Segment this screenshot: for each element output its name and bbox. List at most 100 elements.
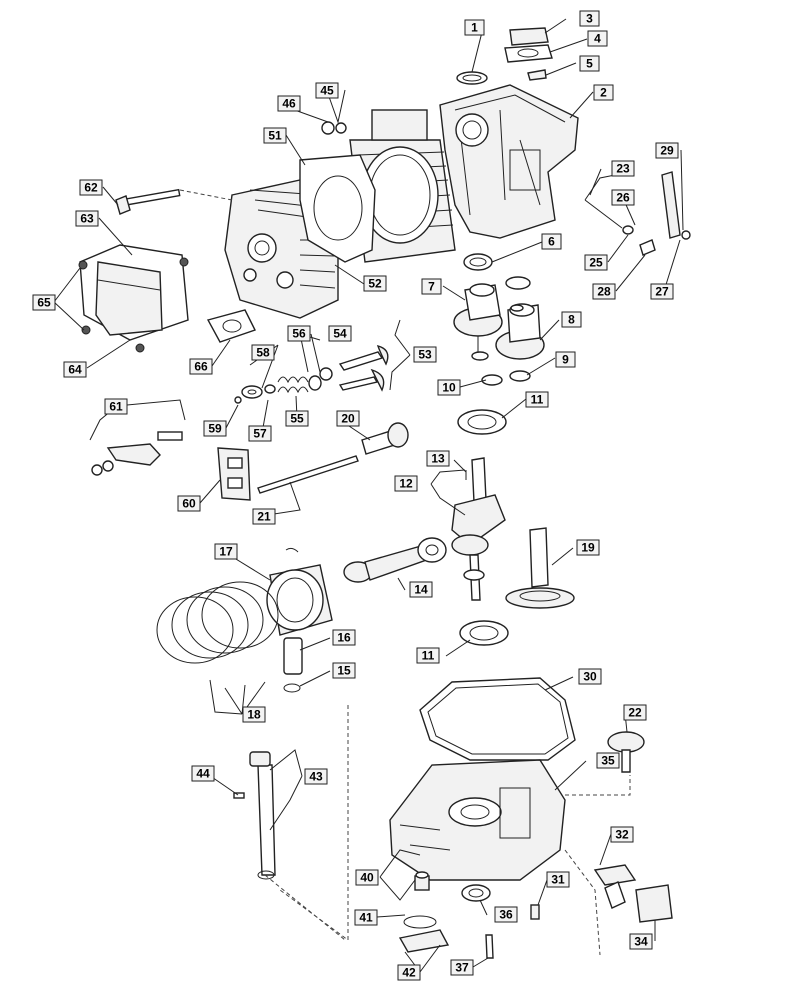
- callout-32: 32: [610, 826, 634, 843]
- callout-label: 45: [320, 84, 334, 98]
- callout-63: 63: [75, 210, 99, 227]
- callout-label: 46: [282, 97, 296, 111]
- callout-44: 44: [191, 765, 215, 782]
- callout-label: 17: [219, 545, 233, 559]
- small-bracket-5: [527, 69, 547, 81]
- callout-label: 65: [37, 296, 51, 310]
- valve-spring-set: [234, 367, 333, 404]
- governor-linkage: [584, 171, 691, 256]
- callout-36: 36: [494, 906, 518, 923]
- leader-lines: [53, 18, 684, 973]
- callout-59: 59: [203, 420, 227, 437]
- callout-1: 1: [464, 19, 485, 36]
- callout-label: 16: [337, 631, 351, 645]
- callout-label: 15: [337, 664, 351, 678]
- callout-label: 20: [341, 412, 355, 426]
- bearing-top: [457, 409, 507, 435]
- oil-fill-tube: [249, 751, 276, 880]
- callout-label: 57: [253, 427, 267, 441]
- callout-label: 4: [594, 32, 601, 46]
- callout-label: 10: [442, 381, 456, 395]
- callout-11b: 11: [416, 647, 440, 664]
- callout-30: 30: [578, 668, 602, 685]
- callout-label: 36: [499, 908, 513, 922]
- callout-22: 22: [623, 704, 647, 721]
- pushrod: [257, 455, 359, 494]
- callout-11a: 11: [525, 391, 549, 408]
- callout-label: 26: [616, 191, 630, 205]
- callout-64: 64: [63, 361, 87, 378]
- callout-label: 32: [615, 828, 629, 842]
- callout-label: 21: [257, 510, 271, 524]
- callout-54: 54: [328, 325, 352, 342]
- callout-29: 29: [655, 142, 679, 159]
- callout-label: 58: [256, 346, 270, 360]
- camshaft-8: [495, 276, 545, 360]
- oil-screen-34: [635, 884, 673, 923]
- head-bolt: [115, 188, 181, 215]
- exhaust-gasket: [206, 309, 256, 343]
- callout-58: 58: [251, 344, 275, 361]
- callout-8: 8: [561, 311, 582, 328]
- callout-42: 42: [397, 964, 421, 981]
- callout-label: 63: [80, 212, 94, 226]
- callout-61: 61: [104, 398, 128, 415]
- callout-34: 34: [629, 933, 653, 950]
- callout-21: 21: [252, 508, 276, 525]
- callout-28: 28: [592, 283, 616, 300]
- callout-label: 30: [583, 670, 597, 684]
- callout-52: 52: [363, 275, 387, 292]
- crankshaft: [451, 457, 506, 601]
- callout-label: 8: [568, 313, 575, 327]
- callout-60: 60: [177, 495, 201, 512]
- callout-10: 10: [437, 379, 461, 396]
- callout-label: 34: [634, 935, 648, 949]
- callout-label: 12: [399, 477, 413, 491]
- valves: [338, 344, 389, 392]
- oil-sensor-32: [593, 864, 637, 886]
- callout-43: 43: [304, 768, 328, 785]
- piston: [266, 547, 333, 636]
- callout-9: 9: [555, 351, 576, 368]
- callout-35: 35: [596, 752, 620, 769]
- valve-cover: [78, 244, 189, 353]
- crankcase-block: [439, 84, 579, 239]
- callout-label: 28: [597, 285, 611, 299]
- oring-41: [403, 915, 437, 929]
- callout-label: 7: [428, 280, 435, 294]
- callout-62: 62: [79, 179, 103, 196]
- callout-label: 29: [660, 144, 674, 158]
- callout-66: 66: [189, 358, 213, 375]
- callout-14: 14: [409, 581, 433, 598]
- callout-5: 5: [579, 55, 600, 72]
- callout-27: 27: [650, 283, 674, 300]
- callout-23: 23: [611, 160, 635, 177]
- callout-label: 41: [359, 911, 373, 925]
- callout-label: 18: [247, 708, 261, 722]
- callout-label: 1: [471, 21, 478, 35]
- small-screw-44: [233, 792, 245, 799]
- callout-label: 64: [68, 363, 82, 377]
- oil-drain-plug: [414, 871, 430, 891]
- governor-gear: [505, 527, 575, 609]
- callout-label: 13: [431, 452, 445, 466]
- callout-56: 56: [287, 325, 311, 342]
- callout-31: 31: [546, 871, 570, 888]
- piston-clip: [283, 683, 301, 693]
- washer-10: [481, 374, 503, 386]
- callout-2: 2: [593, 84, 614, 101]
- bolt-37: [485, 934, 494, 959]
- callout-3: 3: [579, 10, 600, 27]
- callout-19: 19: [576, 539, 600, 556]
- callout-label: 19: [581, 541, 595, 555]
- callout-46: 46: [277, 95, 301, 112]
- callout-40: 40: [355, 869, 379, 886]
- callout-26: 26: [611, 189, 635, 206]
- callout-label: 55: [290, 412, 304, 426]
- cover-plate: [509, 27, 549, 46]
- callout-57: 57: [248, 425, 272, 442]
- callout-label: 44: [196, 767, 210, 781]
- callout-label: 43: [309, 770, 323, 784]
- callout-label: 14: [414, 583, 428, 597]
- callout-label: 11: [422, 649, 435, 663]
